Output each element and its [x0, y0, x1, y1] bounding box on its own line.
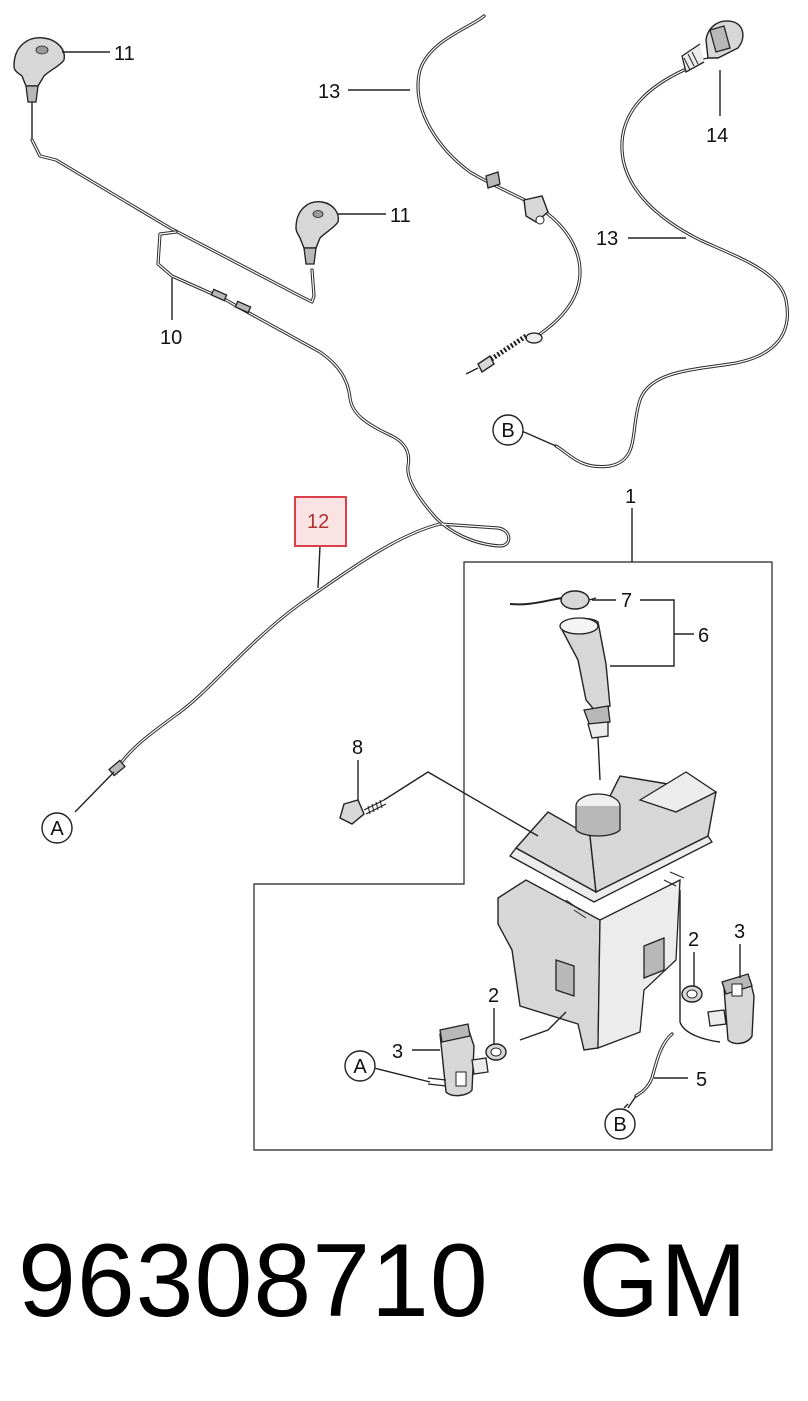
leader-lines [62, 51, 741, 1109]
label-3-right: 3 [734, 921, 745, 943]
hose-13-lower [523, 68, 789, 469]
bolt-8 [339, 799, 387, 825]
grommet-2-right [681, 985, 703, 1003]
label-3-left: 3 [392, 1041, 403, 1063]
highlight-box [294, 496, 347, 547]
label-8: 8 [352, 737, 363, 759]
washer-reservoir [497, 771, 721, 1051]
hose-5 [627, 1032, 674, 1109]
label-12: 12 [307, 511, 329, 533]
part-number: 96308710 [18, 1223, 489, 1339]
label-13-lower: 13 [596, 228, 618, 250]
label-14: 14 [706, 125, 728, 147]
reference-b-upper: B [492, 414, 524, 446]
filler-neck-6 [559, 617, 611, 781]
hose-assembly-10 [30, 138, 511, 548]
spring-coupler [465, 332, 543, 375]
hose-12 [108, 522, 442, 777]
reservoir-assembly-outline [253, 561, 773, 1151]
brand-name: GM [578, 1223, 748, 1339]
washer-pump-3-right [707, 973, 755, 1045]
label-7: 7 [621, 590, 632, 612]
label-6: 6 [698, 625, 709, 647]
grommet-2-left [485, 1043, 507, 1061]
label-10: 10 [160, 327, 182, 349]
label-11-right: 11 [390, 205, 411, 227]
reference-a-upper-text: A [50, 818, 64, 840]
reference-b-upper-text: B [501, 420, 514, 442]
label-11-left: 11 [114, 43, 135, 65]
reference-a-upper: A [41, 812, 73, 844]
label-2-left: 2 [488, 985, 499, 1007]
rear-nozzle-14 [681, 20, 744, 73]
label-12-highlight: 12 [294, 496, 347, 547]
reference-b-lower-text: B [613, 1114, 626, 1136]
label-5: 5 [696, 1069, 707, 1091]
footer-caption: 96308710 GM [18, 1222, 748, 1341]
front-nozzle-right [295, 201, 340, 265]
washer-pump-3-left [427, 1023, 489, 1097]
label-13-upper: 13 [318, 81, 340, 103]
reference-a-lower-text: A [353, 1056, 367, 1078]
hose-13-upper [416, 14, 582, 375]
label-2-right: 2 [688, 929, 699, 951]
label-1: 1 [625, 486, 636, 508]
cap-7 [509, 590, 597, 610]
reference-b-lower: B [604, 1108, 636, 1140]
reference-a-lower: A [344, 1050, 376, 1082]
front-nozzle-left [13, 37, 65, 140]
